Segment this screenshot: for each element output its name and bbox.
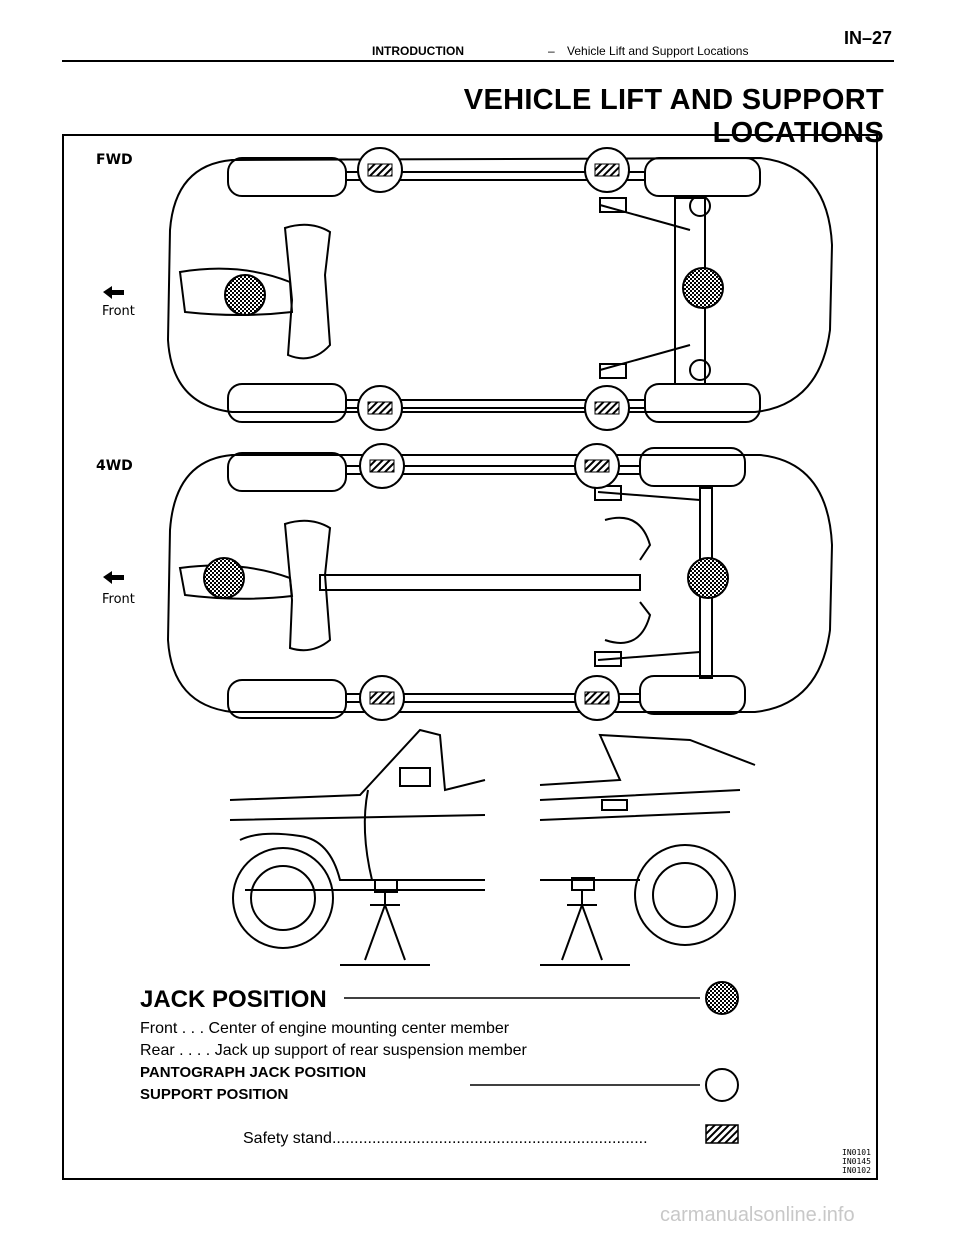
wd4-front-label: Front <box>102 592 135 607</box>
header-separator: – <box>548 44 555 58</box>
fwd-body-outline <box>166 156 834 413</box>
page-number: IN–27 <box>843 28 892 48</box>
pantograph-label: PANTOGRAPH JACK POSITION <box>140 1064 367 1081</box>
watermark: carmanualsonline.info <box>660 1204 855 1226</box>
fwd-tire-fl <box>227 157 347 197</box>
legend-jack-symbol <box>705 981 739 1015</box>
wd4-tire-rl <box>639 447 746 487</box>
wd4-tire-rr <box>639 675 746 715</box>
header-section: INTRODUCTION <box>372 44 464 58</box>
fwd-engine-member <box>283 223 332 360</box>
wd4-engine-member <box>283 519 332 652</box>
legend-pantograph-symbol <box>705 1068 739 1102</box>
fwd-label: FWD <box>96 152 133 168</box>
fwd-front-arrow <box>103 286 124 299</box>
fwd-tire-rr <box>644 383 761 423</box>
figure-frame <box>62 134 878 1180</box>
wd4-jack-rear <box>687 557 729 599</box>
wd4-front-arrow <box>103 571 124 584</box>
front-side-view <box>229 728 486 891</box>
figure-codes: IN0101 IN0145 IN0102 <box>842 1148 871 1175</box>
header-subsection: Vehicle Lift and Support Locations <box>567 44 749 58</box>
wd4-label: 4WD <box>96 458 133 474</box>
jack-position-title: JACK POSITION <box>140 986 327 1013</box>
jack-rear-line: Rear . . . . Jack up support of rear sus… <box>140 1042 527 1059</box>
safety-stand-label: Safety stand............................… <box>243 1130 648 1147</box>
wd4-body-outline <box>166 454 834 713</box>
fwd-front-label: Front <box>102 304 135 319</box>
rear-side-view <box>539 733 756 881</box>
fwd-tire-fr <box>227 383 347 423</box>
page-header: INTRODUCTION – Vehicle Lift and Support … <box>62 26 894 62</box>
page-title: VEHICLE LIFT AND SUPPORT LOCATIONS <box>463 84 884 149</box>
wd4-propeller-shaft <box>319 574 641 591</box>
fwd-jack-rear <box>682 267 724 309</box>
jack-front-line: Front . . . Center of engine mounting ce… <box>140 1020 510 1037</box>
wd4-tire-fl <box>227 452 347 492</box>
fwd-tire-rl <box>644 157 761 197</box>
wd4-jack-front <box>203 557 245 599</box>
fwd-jack-front <box>224 274 266 316</box>
support-label: SUPPORT POSITION <box>140 1086 289 1103</box>
legend-safety-stand-symbol <box>705 1124 739 1144</box>
wd4-tire-fr <box>227 679 347 719</box>
